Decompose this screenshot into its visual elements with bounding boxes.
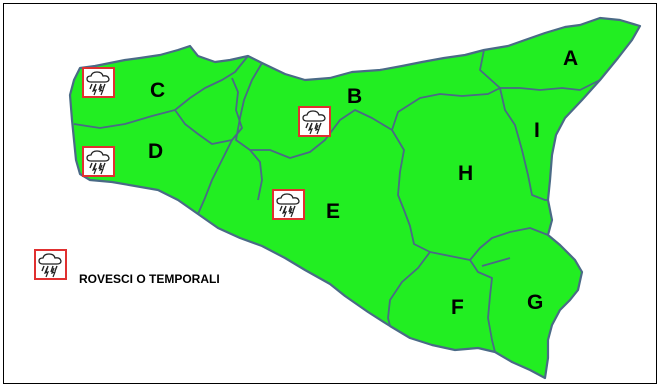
storm-marker-zone-e [272,189,305,220]
zone-label-g: G [527,291,543,314]
storm-rain-icon [276,193,300,218]
legend-label: ROVESCI O TEMPORALI [79,272,220,286]
sicily-island [68,16,642,380]
zone-label-e: E [326,200,340,223]
legend-icon-box [34,249,67,280]
storm-marker-zone-c [82,67,115,98]
storm-rain-icon [38,253,62,278]
storm-marker-zone-b [298,106,331,137]
zone-borders [73,49,601,353]
zone-label-b: B [347,85,362,108]
zone-label-d: D [148,140,163,163]
storm-rain-icon [86,71,110,96]
zone-label-a: A [563,47,578,70]
storm-marker-zone-d [82,146,115,177]
storm-rain-icon [302,110,326,135]
zone-label-f: F [451,296,464,319]
zone-label-h: H [458,162,473,185]
storm-rain-icon [86,150,110,175]
zone-label-i: I [534,119,540,142]
zone-label-c: C [150,79,165,102]
